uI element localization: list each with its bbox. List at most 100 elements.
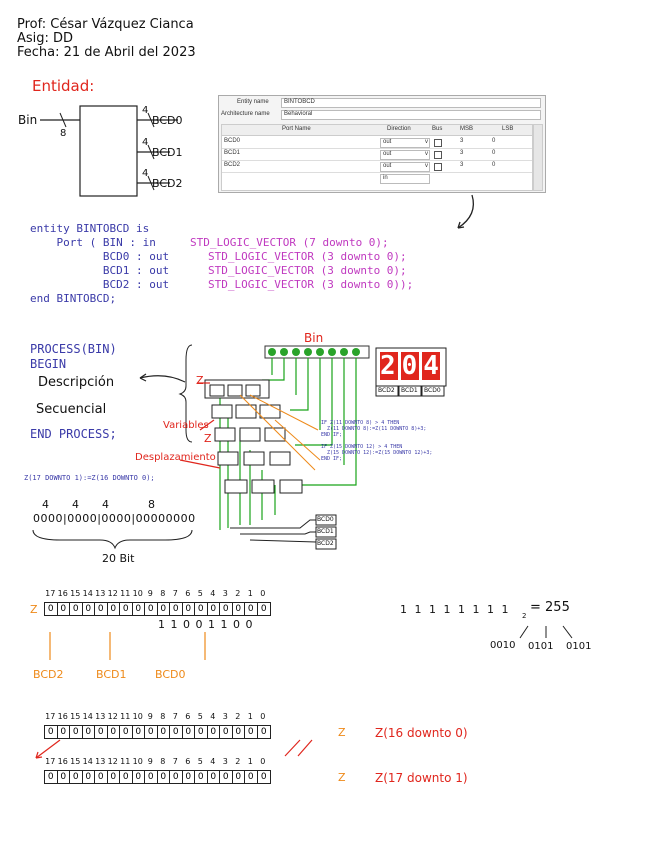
shift1-suffix: Z xyxy=(338,726,346,739)
col-direction: Direction xyxy=(387,126,411,132)
bcd1-box xyxy=(315,526,337,538)
block-output-bcd1: BCD1 xyxy=(152,146,183,159)
block-input-width: 8 xyxy=(60,128,67,139)
code-line-5a: BCD2 : out xyxy=(30,278,183,291)
port-wizard-panel: Entity name BINTOBCD Architecture name B… xyxy=(218,95,546,193)
msb: 3 xyxy=(460,150,464,156)
process-descripcion: Descripción xyxy=(38,375,115,390)
block-out1-slash xyxy=(147,144,155,160)
desplazamiento-label: Desplazamiento xyxy=(135,452,216,463)
header-fecha: Fecha: 21 de Abril del 2023 xyxy=(17,45,196,60)
process-shift-code: Z(17 DOWNTO 1):=Z(16 DOWNTO 0); xyxy=(24,474,155,482)
block-input-slash xyxy=(59,112,67,128)
conversion-digit-0: 0010 xyxy=(490,640,516,651)
process-line-1: PROCESS(BIN) xyxy=(30,342,117,356)
msb: 3 xyxy=(460,138,464,144)
code-line-6: end BINTOBCD; xyxy=(30,292,117,305)
wizard-arrow-head xyxy=(457,221,465,229)
port-name: BCD1 xyxy=(224,150,241,156)
block-output-width-2: 4 xyxy=(142,168,149,179)
code-line-4a: BCD1 : out xyxy=(30,264,183,277)
group-size-3: 4 xyxy=(102,498,109,511)
code-right: IF Z(11 DOWNTO 8) > 4 THEN Z(11 DOWNTO 8… xyxy=(321,420,433,462)
arch-name-value: Behavioral xyxy=(284,111,313,117)
block-output-width-1: 4 xyxy=(142,137,149,148)
group-size-1: 4 xyxy=(42,498,49,511)
orange-lines xyxy=(239,394,321,471)
process-line-2: BEGIN xyxy=(30,357,67,371)
bus-checkbox[interactable] xyxy=(434,139,442,147)
process-secuencial: Secuencial xyxy=(36,402,107,417)
port-name: BCD2 xyxy=(224,162,241,168)
brace-icon xyxy=(178,344,193,443)
code-line-1: entity BINTOBCD is xyxy=(30,222,150,235)
ports-scrollbar[interactable] xyxy=(533,124,543,191)
variables-arrow xyxy=(199,419,215,431)
block-out2-slash xyxy=(147,175,155,191)
group-bcd0: BCD0 xyxy=(155,668,186,681)
code-line-2b: STD_LOGIC_VECTOR (7 downto 0); xyxy=(190,236,389,249)
conversion-eq: = 255 xyxy=(530,600,570,615)
block-output-bcd0: BCD0 xyxy=(152,114,183,127)
circuit-label-bcd2: BCD2 xyxy=(317,540,334,547)
direction-select[interactable]: in xyxy=(380,174,430,184)
entidad-title: Entidad: xyxy=(32,77,95,95)
process-end: END PROCESS; xyxy=(30,427,117,441)
desplazamiento-arrow xyxy=(179,459,221,469)
z-label: Z xyxy=(196,374,204,387)
header-asig: Asig: DD xyxy=(17,31,74,46)
arch-name-field[interactable]: Behavioral xyxy=(281,110,541,120)
bin-label: Bin xyxy=(304,331,324,345)
group-bcd1: BCD1 xyxy=(96,668,127,681)
chevron-down-icon: v xyxy=(425,139,428,145)
col-lsb: LSB xyxy=(502,126,514,132)
conversion-digit-1: 0101 xyxy=(528,641,554,652)
col-port-name: Port Name xyxy=(282,126,311,132)
bin-inputs xyxy=(264,345,370,359)
bits20-label: 20 Bit xyxy=(102,552,135,565)
entity-name-label: Entity name xyxy=(237,99,269,105)
conversion-ones: 1 1 1 1 1 1 1 1 xyxy=(400,603,511,616)
descripcion-arrow xyxy=(139,375,186,383)
bus-checkbox[interactable] xyxy=(434,163,442,171)
circuit-label-bcd1: BCD1 xyxy=(317,528,334,535)
conversion-sub: 2 xyxy=(522,612,527,620)
entity-name-field[interactable]: BINTOBCD xyxy=(281,98,541,108)
block-input-label: Bin xyxy=(18,113,38,127)
register-prefix: Z xyxy=(30,603,38,616)
port-name: BCD0 xyxy=(224,138,241,144)
block-out0-slash xyxy=(147,112,155,128)
col-msb: MSB xyxy=(460,126,474,132)
lsb: 0 xyxy=(492,162,496,168)
bits20-cells: 0000|0000|0000|00000000 xyxy=(33,512,196,525)
bus-checkbox[interactable] xyxy=(434,151,442,159)
group-bcd2: BCD2 xyxy=(33,668,64,681)
group-size-2: 4 xyxy=(72,498,79,511)
chevron-down-icon: v xyxy=(425,163,428,169)
arch-name-label: Architecture name xyxy=(221,111,270,117)
port-row[interactable]: in xyxy=(222,173,532,184)
col-bus: Bus xyxy=(432,126,443,132)
code-line-5b: STD_LOGIC_VECTOR (3 downto 0)); xyxy=(208,278,414,291)
bcd2-box xyxy=(315,538,337,550)
msb: 3 xyxy=(460,162,464,168)
shift1-note: Z(16 downto 0) xyxy=(375,726,468,740)
group-size-4: 8 xyxy=(148,498,155,511)
register-under: 1 1 0 0 1 1 0 0 xyxy=(158,618,254,631)
display-label-bcd0: BCD0 xyxy=(424,387,441,394)
gate-blocks xyxy=(204,379,303,494)
display-label-bcd1: BCD1 xyxy=(401,387,418,394)
header-prof: Prof: César Vázquez Cianca xyxy=(17,17,194,32)
